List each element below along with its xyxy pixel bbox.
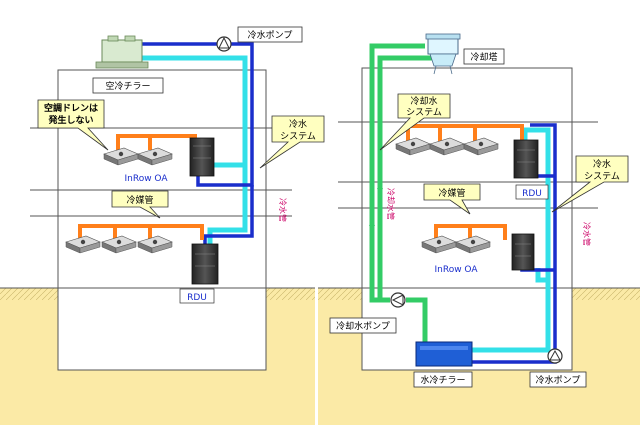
svg-text:空調ドレンは: 空調ドレンは: [44, 102, 98, 114]
server-rack-icon: [511, 233, 535, 271]
svg-text:冷水ポンプ: 冷水ポンプ: [536, 374, 581, 386]
svg-text:発生しない: 発生しない: [47, 114, 93, 126]
rdu-right-label: RDU: [515, 184, 549, 200]
inrow-oa-left-label: InRow OA: [124, 174, 168, 184]
left-building: [0, 69, 315, 425]
air-cooled-chiller-icon: [95, 35, 149, 69]
water-chiller-label: 水冷チラー: [413, 371, 473, 388]
svg-text:水冷チラー: 水冷チラー: [420, 374, 465, 386]
chilled-pipe-vertical-right: 冷水管: [582, 222, 592, 246]
svg-text:冷却水: 冷却水: [410, 95, 437, 107]
server-rack-icon: [189, 137, 215, 177]
right-building: [318, 67, 640, 425]
svg-text:システム: システム: [584, 171, 620, 182]
server-rack-icon: [513, 139, 539, 179]
cooling-tower-label: 冷却塔: [463, 48, 505, 65]
chilled-pump-label-right: 冷水ポンプ: [529, 371, 587, 388]
cooling-water-pipe-vertical: 冷却水管: [386, 188, 396, 220]
svg-text:冷媒管: 冷媒管: [438, 187, 465, 199]
svg-text:システム: システム: [406, 107, 442, 118]
chilled-pipe-vertical-left: 冷水管: [278, 198, 288, 222]
refrigerant-callout-left: 冷媒管: [111, 190, 169, 219]
air-chiller-label: 空冷チラー: [92, 77, 164, 94]
pump-icon: [547, 348, 563, 364]
cooling-water-system-callout: 冷却水 システム: [379, 93, 451, 151]
chilled-system-callout-left: 冷水 システム: [259, 115, 325, 169]
rdu-left-label: RDU: [179, 288, 215, 304]
pump-icon: [216, 36, 232, 52]
cooling-tower-icon: [425, 33, 461, 75]
svg-text:RDU: RDU: [187, 293, 207, 303]
inrow-oa-right-label: InRow OA: [434, 265, 478, 275]
svg-text:システム: システム: [280, 131, 316, 142]
svg-text:空冷チラー: 空冷チラー: [105, 80, 150, 92]
svg-text:RDU: RDU: [522, 189, 542, 199]
svg-text:冷水: 冷水: [593, 158, 611, 170]
drain-callout: 空調ドレンは 発生しない: [37, 99, 109, 151]
chilled-pump-label-left: 冷水ポンプ: [237, 26, 303, 43]
svg-text:冷却水ポンプ: 冷却水ポンプ: [336, 320, 390, 332]
pump-icon: [390, 292, 406, 308]
water-chiller-icon: [415, 341, 473, 367]
cooling-water-pump-label: 冷却水ポンプ: [329, 317, 397, 334]
indoor-unit-icon: [65, 235, 173, 254]
chilled-system-callout-right: 冷水 システム: [551, 155, 629, 213]
svg-text:冷水: 冷水: [289, 118, 307, 130]
svg-text:冷却塔: 冷却塔: [470, 51, 497, 63]
indoor-unit-icon: [395, 137, 499, 156]
svg-text:冷水ポンプ: 冷水ポンプ: [248, 29, 293, 41]
server-rack-icon: [191, 243, 219, 285]
svg-text:冷媒管: 冷媒管: [126, 194, 153, 206]
refrigerant-callout-right: 冷媒管: [423, 183, 481, 215]
